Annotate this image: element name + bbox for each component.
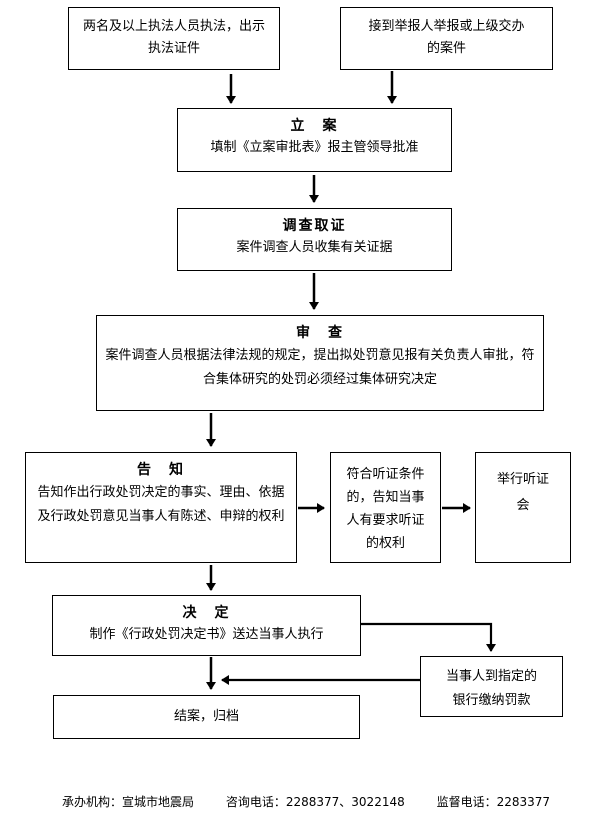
node-notice-title: 告 知 [137, 462, 185, 478]
node-decision-title: 决 定 [182, 605, 231, 621]
node-hearing-condition: 符合听证条件的，告知当事人有要求听证的权利 [330, 452, 441, 563]
node-hearing-condition-text: 符合听证条件的，告知当事人有要求听证的权利 [346, 467, 425, 551]
node-review-text: 案件调查人员根据法律法规的规定，提出拟处罚意见报有关负责人审批，符合集体研究的处… [105, 348, 535, 387]
node-hearing: 举行听证会 [475, 452, 571, 563]
arrow-decision-to-payment [360, 622, 496, 652]
node-payment: 当事人到指定的银行缴纳罚款 [420, 656, 563, 717]
node-investigation-text: 案件调查人员收集有关证据 [236, 240, 393, 255]
node-closing: 结案，归档 [53, 695, 360, 739]
footer-agency: 承办机构：宣城市地震局 [62, 795, 195, 809]
node-decision: 决 定 制作《行政处罚决定书》送达当事人执行 [52, 595, 361, 656]
node-investigation: 调查取证 案件调查人员收集有关证据 [177, 208, 452, 271]
footer-consult-phone: 咨询电话：2288377、3022148 [225, 795, 405, 809]
node-filing-text: 填制《立案审批表》报主管领导批准 [210, 140, 419, 155]
node-payment-text: 当事人到指定的银行缴纳罚款 [445, 669, 537, 708]
node-investigation-title: 调查取证 [282, 218, 347, 234]
node-review: 审 查 案件调查人员根据法律法规的规定，提出拟处罚意见报有关负责人审批，符合集体… [96, 315, 544, 411]
footer: 承办机构：宣城市地震局 咨询电话：2288377、3022148 监督电话：22… [62, 793, 550, 810]
node-enforcement-text: 两名及以上执法人员执法，出示执法证件 [83, 19, 266, 56]
node-report-text: 接到举报人举报或上级交办的案件 [368, 19, 525, 56]
node-decision-text: 制作《行政处罚决定书》送达当事人执行 [89, 627, 324, 642]
node-closing-text: 结案，归档 [173, 709, 239, 724]
node-notice: 告 知 告知作出行政处罚决定的事实、理由、依据及行政处罚意见当事人有陈述、申辩的… [25, 452, 297, 563]
node-hearing-text: 举行听证会 [496, 472, 549, 513]
node-notice-text: 告知作出行政处罚决定的事实、理由、依据及行政处罚意见当事人有陈述、申辩的权利 [37, 485, 285, 524]
node-enforcement: 两名及以上执法人员执法，出示执法证件 [68, 7, 280, 70]
node-report: 接到举报人举报或上级交办的案件 [340, 7, 553, 70]
node-review-title: 审 查 [296, 325, 344, 341]
node-filing: 立 案 填制《立案审批表》报主管领导批准 [177, 108, 452, 172]
node-filing-title: 立 案 [290, 118, 339, 134]
footer-supervise-phone: 监督电话：2283377 [436, 795, 551, 809]
